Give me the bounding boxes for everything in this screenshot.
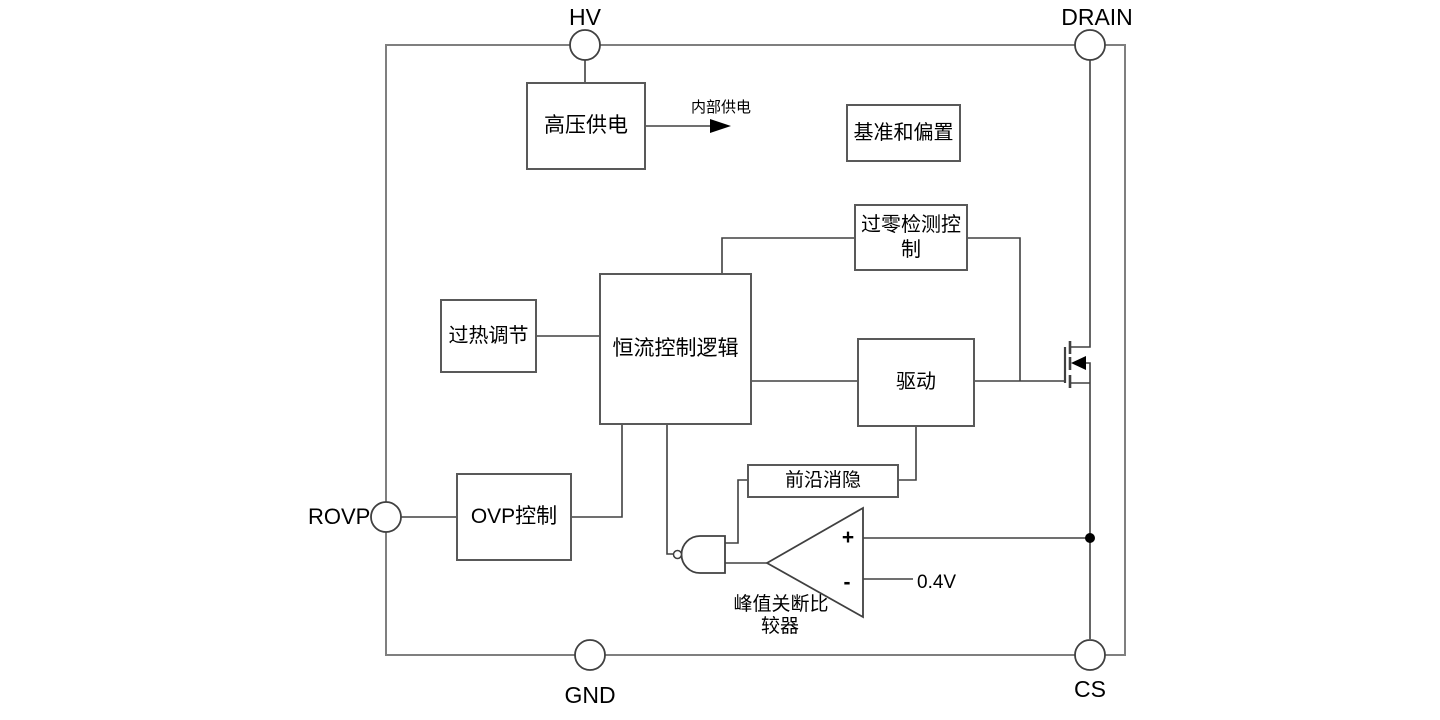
block-constant-current-logic: 恒流控制逻辑 bbox=[599, 273, 752, 425]
wire-driver-to-leb bbox=[899, 427, 917, 481]
wire-zcd-to-gate-node bbox=[968, 237, 1021, 381]
block-thermal-label: 过热调节 bbox=[448, 324, 529, 347]
block-hv-supply-label: 高压供电 bbox=[544, 113, 628, 137]
nand-gate bbox=[672, 535, 726, 574]
chip-border bbox=[385, 44, 1126, 656]
nand-gate-bubble bbox=[672, 549, 683, 560]
block-reference-bias: 基准和偏置 bbox=[846, 104, 961, 162]
wires bbox=[401, 60, 1091, 639]
block-driver: 驱动 bbox=[857, 338, 975, 427]
pin-label-drain: DRAIN bbox=[1061, 4, 1133, 30]
vref-label: 0.4V bbox=[917, 572, 957, 593]
block-thermal-regulation: 过热调节 bbox=[440, 299, 537, 373]
block-ovp-control: OVP控制 bbox=[456, 473, 572, 561]
mosfet-symbol bbox=[1063, 341, 1086, 388]
pin-label-rovp: ROVP bbox=[308, 504, 371, 529]
pin-circle-hv bbox=[569, 29, 601, 61]
block-reference-bias-label: 基准和偏置 bbox=[853, 121, 954, 144]
comparator-label-line2: 较器 bbox=[760, 616, 800, 637]
mosfet-body-arrow bbox=[1071, 356, 1086, 370]
junction-dot-cs-sense bbox=[1085, 533, 1095, 543]
pin-label-cs: CS bbox=[1074, 676, 1106, 702]
comparator-label-line1: 峰值关断比 bbox=[733, 594, 829, 615]
wire-leb-to-nand bbox=[725, 479, 747, 544]
arrowhead-internal-supply bbox=[710, 119, 731, 133]
comparator-triangle bbox=[765, 506, 864, 619]
pin-circle-cs bbox=[1074, 639, 1106, 671]
wire-cclogic-to-ovp bbox=[572, 425, 623, 518]
comparator-plus-sign: + bbox=[841, 526, 855, 549]
wire-mosfet-source-to-cs-pin bbox=[1086, 362, 1091, 639]
pin-circle-gnd bbox=[574, 639, 606, 671]
pin-circle-rovp bbox=[370, 501, 402, 533]
pin-label-hv: HV bbox=[569, 4, 601, 30]
comparator-minus-sign: - bbox=[843, 571, 851, 594]
nand-gate-body bbox=[680, 535, 726, 574]
pin-label-gnd: GND bbox=[564, 682, 616, 708]
block-leb-label: 前沿消隐 bbox=[784, 470, 861, 492]
wire-cclogic-to-zcd bbox=[721, 237, 854, 273]
block-zcd-label-line2: 制 bbox=[901, 238, 921, 261]
block-leading-edge-blanking: 前沿消隐 bbox=[747, 464, 899, 498]
internal-supply-label: 内部供电 bbox=[690, 99, 752, 116]
block-hv-supply: 高压供电 bbox=[526, 82, 646, 170]
pin-circle-drain bbox=[1074, 29, 1106, 61]
block-zcd-label-line1: 过零检测控 bbox=[861, 213, 961, 236]
wire-nand-to-cclogic bbox=[666, 425, 673, 555]
block-ovp-label: OVP控制 bbox=[470, 504, 558, 528]
block-zero-crossing-detect: 过零检测控 制 bbox=[854, 204, 968, 271]
wire-drain-pin-to-mosfet bbox=[1070, 60, 1091, 348]
block-cc-logic-label: 恒流控制逻辑 bbox=[612, 336, 739, 360]
pins bbox=[370, 29, 1106, 671]
block-driver-label: 驱动 bbox=[896, 371, 936, 393]
